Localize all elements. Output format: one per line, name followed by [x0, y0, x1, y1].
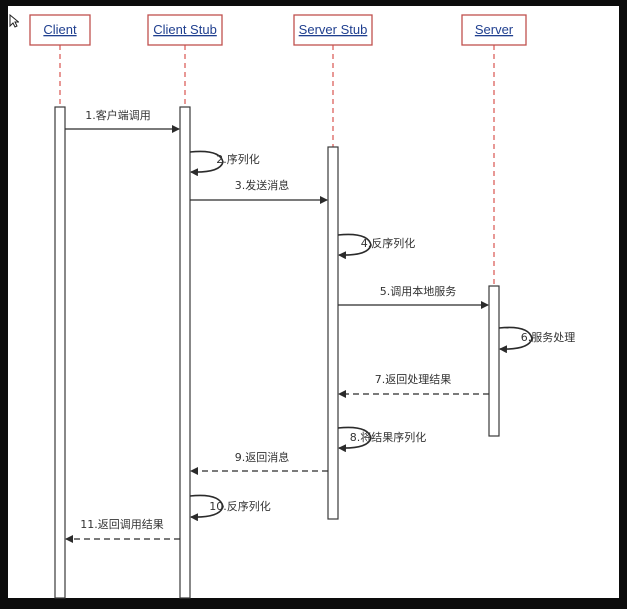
activation-bar-client-stub — [179, 106, 191, 599]
message-label: 1.客户端调用 — [85, 108, 151, 122]
diagram-canvas — [8, 6, 619, 598]
message-4: 4.反序列化 — [337, 233, 416, 260]
message-label: 4.反序列化 — [361, 236, 416, 250]
activation-bar-server — [488, 285, 500, 437]
message-3: 3.发送消息 — [190, 178, 328, 204]
message-1: 1.客户端调用 — [65, 108, 180, 133]
message-label: 6.服务处理 — [521, 331, 576, 344]
message-6: 6.服务处理 — [498, 326, 576, 354]
activation-bar-client — [54, 106, 66, 599]
self-call-arrow — [189, 494, 224, 522]
participant-box-client-stub — [147, 14, 223, 46]
mouse-cursor-icon — [9, 14, 19, 28]
message-8: 8.将结果序列化 — [337, 426, 427, 453]
participant-label-client: Client — [43, 22, 77, 37]
message-label: 5.调用本地服务 — [380, 284, 457, 298]
self-call-arrow — [337, 233, 372, 260]
participant-label-server-stub: Server Stub — [299, 22, 368, 37]
message-10: 10.反序列化 — [189, 494, 271, 522]
message-label: 8.将结果序列化 — [350, 430, 427, 444]
self-call-arrow — [498, 326, 533, 354]
participant-box-server-stub — [293, 14, 373, 46]
message-5: 5.调用本地服务 — [338, 284, 489, 309]
message-11: 11.返回调用结果 — [65, 518, 180, 543]
participant-box-server — [461, 14, 527, 46]
message-label: 3.发送消息 — [235, 178, 290, 192]
message-9: 9.返回消息 — [190, 450, 328, 475]
self-call-arrow — [189, 150, 224, 177]
self-call-arrow — [337, 426, 372, 453]
message-label: 11.返回调用结果 — [80, 518, 164, 531]
message-2: 2.序列化 — [189, 150, 260, 177]
message-7: 7.返回处理结果 — [338, 373, 489, 398]
participant-label-server: Server — [475, 22, 514, 37]
message-label: 10.反序列化 — [209, 499, 271, 513]
message-label: 2.序列化 — [216, 152, 260, 166]
participant-box-client — [29, 14, 91, 46]
message-label: 9.返回消息 — [235, 450, 290, 464]
activation-bar-server-stub — [327, 146, 339, 520]
participant-label-client-stub: Client Stub — [153, 22, 217, 37]
message-label: 7.返回处理结果 — [375, 373, 452, 386]
